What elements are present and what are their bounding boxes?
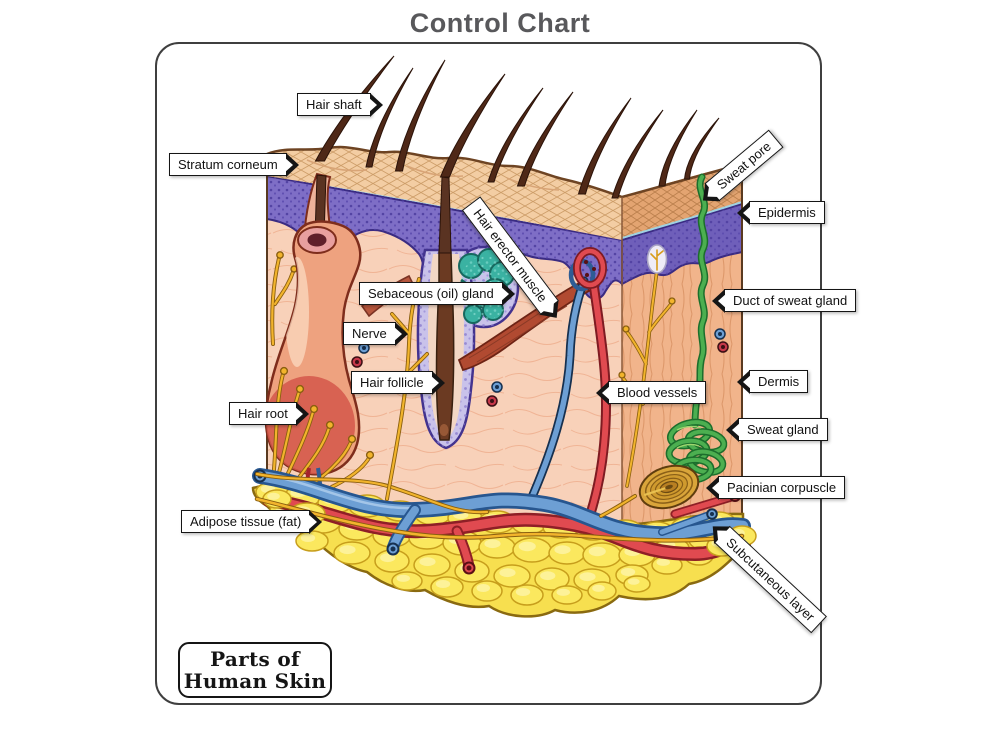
nerve-endings-left <box>270 251 298 346</box>
diagram-badge: Parts of Human Skin <box>178 642 332 698</box>
hair-follicle-graphic <box>360 176 591 450</box>
diagram-frame: Hair shaft Stratum corneum Sweat pore Ep… <box>155 42 857 705</box>
label-duct-of-sweat-gland: Duct of sweat gland <box>724 289 857 312</box>
badge-line1: Parts of <box>210 646 300 671</box>
pacinian-corpuscle-graphic <box>599 464 700 518</box>
cut-vessel-dots <box>351 328 729 407</box>
label-stratum-corneum: Stratum corneum <box>169 153 287 176</box>
label-adipose-tissue: Adipose tissue (fat) <box>181 510 311 533</box>
capillary-loop-graphic <box>524 247 611 529</box>
badge-line2: Human Skin <box>183 669 327 693</box>
label-pacinian-corpuscle: Pacinian corpuscle <box>718 476 846 499</box>
label-epidermis: Epidermis <box>749 201 825 224</box>
label-sweat-gland: Sweat gland <box>738 418 828 441</box>
label-nerve: Nerve <box>343 322 396 345</box>
label-sebaceous-gland: Sebaceous (oil) gland <box>359 282 503 305</box>
label-hair-root: Hair root <box>229 402 297 425</box>
label-hair-follicle: Hair follicle <box>351 371 433 394</box>
nerve-tree-right <box>618 244 676 488</box>
sweat-gland-graphic <box>665 173 728 484</box>
label-hair-shaft: Hair shaft <box>297 93 371 116</box>
skin-illustration <box>251 55 757 618</box>
label-blood-vessels: Blood vessels <box>608 381 707 404</box>
page-title: Control Chart <box>409 8 591 38</box>
label-dermis: Dermis <box>749 370 809 393</box>
